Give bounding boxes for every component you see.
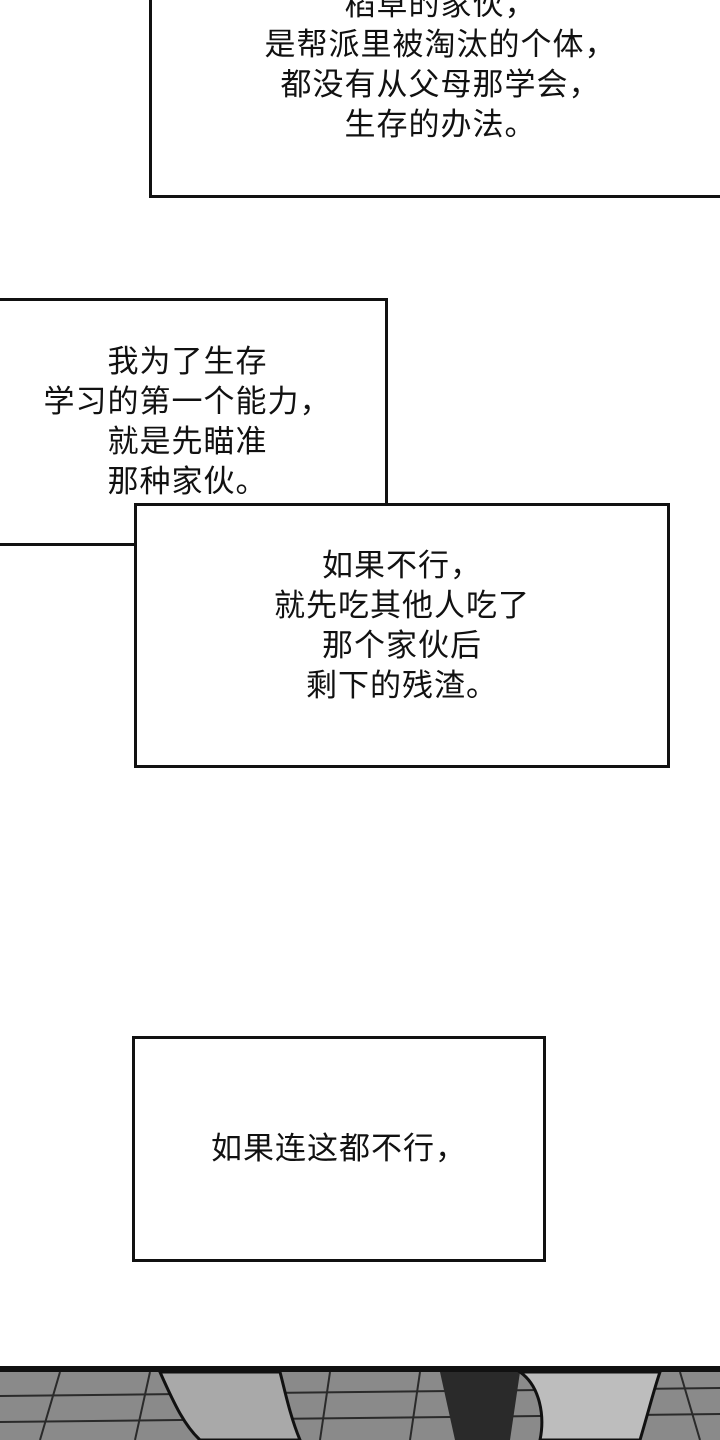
- caption-line: 那种家伙。: [107, 464, 268, 500]
- caption-box-1: 稻草的家伙， 是帮派里被淘汰的个体， 都没有从父母那学会， 生存的办法。: [149, 0, 720, 198]
- comic-panel-scene: [0, 1366, 720, 1440]
- caption-line: 是帮派里被淘汰的个体，: [264, 27, 617, 63]
- caption-line: 生存的办法。: [344, 107, 537, 143]
- caption-line: 学习的第一个能力，: [43, 384, 332, 420]
- caption-box-4: 如果连这都不行，: [132, 1036, 546, 1262]
- scene-figure-right: [515, 1370, 663, 1440]
- caption-line: 那个家伙后: [322, 628, 482, 664]
- scene-figure-dark: [440, 1372, 520, 1440]
- caption-line: 都没有从父母那学会，: [280, 67, 601, 103]
- caption-line: 稻草的家伙，: [344, 0, 537, 23]
- caption-line: 就先吃其他人吃了: [274, 588, 530, 624]
- caption-line: 我为了生存: [107, 344, 268, 380]
- caption-line: 就是先瞄准: [107, 424, 268, 460]
- caption-box-3: 如果不行， 就先吃其他人吃了 那个家伙后 剩下的残渣。: [134, 503, 670, 768]
- caption-line: 如果不行，: [322, 548, 482, 584]
- caption-line: 如果连这都不行，: [211, 1131, 467, 1167]
- caption-overlap-mask: [137, 506, 385, 546]
- scene-figure-left: [157, 1370, 302, 1440]
- caption-line: 剩下的残渣。: [306, 668, 498, 704]
- panel-border: [0, 1366, 720, 1372]
- caption-box-2: 我为了生存 学习的第一个能力， 就是先瞄准 那种家伙。: [0, 298, 388, 546]
